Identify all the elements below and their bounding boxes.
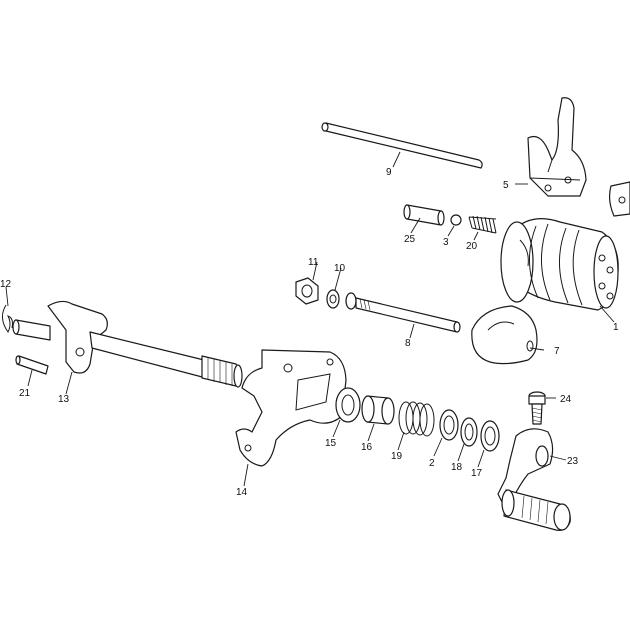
leader-lines xyxy=(5,151,615,487)
part-8-bolt xyxy=(345,292,461,333)
label-5: 5 xyxy=(503,180,509,191)
part-17-washer xyxy=(480,420,500,452)
label-21: 21 xyxy=(19,388,31,399)
label-8: 8 xyxy=(405,338,411,349)
label-24: 24 xyxy=(560,394,572,405)
callout-labels: 9 5 25 3 20 1 11 10 12 8 7 24 23 13 21 1… xyxy=(0,167,619,498)
part-20-spring xyxy=(468,215,497,234)
part-19-spring xyxy=(398,401,435,437)
part-9-rod xyxy=(321,122,483,169)
label-19: 19 xyxy=(391,451,403,462)
label-9: 9 xyxy=(386,167,392,178)
part-7-cam xyxy=(471,305,538,365)
label-14: 14 xyxy=(236,487,248,498)
label-1: 1 xyxy=(613,322,619,333)
label-25: 25 xyxy=(404,234,416,245)
label-11: 11 xyxy=(308,257,319,268)
part-13-shift-shaft xyxy=(12,300,243,388)
part-10-washer xyxy=(326,289,340,309)
label-23: 23 xyxy=(567,456,579,467)
part-11-nut xyxy=(295,277,319,305)
part-16-bushing xyxy=(361,395,395,425)
label-16: 16 xyxy=(361,442,373,453)
part-edge-bracket xyxy=(608,181,630,217)
part-3-ball xyxy=(450,214,462,226)
part-1-selector-drum xyxy=(500,218,619,311)
part-18-washer xyxy=(460,417,478,447)
label-18: 18 xyxy=(451,462,463,473)
label-13: 13 xyxy=(58,394,70,405)
label-17: 17 xyxy=(471,468,483,479)
part-2-washer xyxy=(439,409,459,441)
part-15-washer xyxy=(335,387,361,423)
label-10: 10 xyxy=(334,263,346,274)
part-12-clip xyxy=(2,304,13,333)
label-3: 3 xyxy=(443,237,449,248)
part-21-pin xyxy=(15,355,49,375)
label-2: 2 xyxy=(429,458,435,469)
part-24-bolt xyxy=(528,391,546,425)
part-23-gear-pedal xyxy=(497,428,571,531)
part-25-pin xyxy=(403,204,445,226)
label-20: 20 xyxy=(466,241,478,252)
label-7: 7 xyxy=(554,346,560,357)
label-12: 12 xyxy=(0,279,12,290)
label-15: 15 xyxy=(325,438,337,449)
part-5-shift-fork xyxy=(527,97,587,197)
